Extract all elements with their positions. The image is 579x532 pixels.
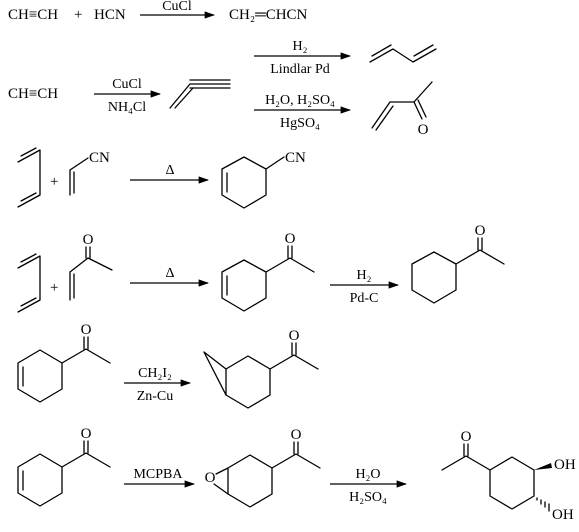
substituent-bond (265, 156, 285, 170)
epoxy-ketone-structure: O O (205, 427, 321, 508)
diene-chain (369, 48, 437, 63)
reagent-above: CuCl (162, 0, 192, 14)
mvk-chain (371, 81, 433, 129)
carbonyl-bond (417, 99, 427, 118)
dihydroxy-ketone-structure: O OH OH (441, 429, 576, 523)
acetyl-chain (455, 249, 505, 265)
reaction-2: CH≡CH CuCl NH₄Cl H₂ Lindlar Pd H₂O, H₂SO… (8, 39, 437, 138)
oxygen-atom-label: O (83, 232, 94, 248)
epoxide-oxygen-label: O (205, 470, 216, 486)
cyclopropane-bonds (203, 351, 227, 396)
butadiene-structure (369, 44, 437, 63)
cyclohexenyl-ketone-structure: O (17, 426, 111, 507)
diene-chain (17, 255, 41, 313)
reagent-above: H₂O, H₂SO₄ (265, 93, 335, 108)
cyclohexane-ring (227, 454, 273, 508)
acetylene-label: CH≡CH (8, 7, 58, 23)
acrylonitrile-structure: CN (69, 150, 110, 196)
methyl-vinyl-ketone-structure: O (371, 81, 433, 138)
reagent-below: Zn-Cu (137, 389, 174, 404)
epoxide-bond (215, 467, 229, 475)
reaction-5: O CH₂I₂ Zn-Cu O (17, 322, 319, 409)
reagent-above: CH₂I₂ (138, 366, 172, 381)
cyclohexene-carbonitrile-structure: CN (221, 150, 306, 209)
double-bond-line (20, 192, 37, 202)
oxygen-atom-label: O (461, 429, 472, 445)
reaction-4: + O Δ O H₂ Pd-C O (17, 223, 505, 313)
reagent-above: MCPBA (133, 467, 183, 482)
reaction-6: O MCPBA O O H₂O H₂SO₄ O (17, 426, 576, 523)
epoxide-bond (213, 483, 229, 495)
reagent-below: NH₄Cl (108, 100, 146, 115)
double-bond-line (174, 87, 194, 109)
acetyl-chain (265, 257, 315, 273)
oxygen-atom-label: O (81, 322, 92, 338)
butadiene-structure (17, 253, 41, 313)
mvk-chain (69, 257, 113, 301)
reagent-below: Lindlar Pd (270, 62, 330, 77)
vinyl-chain (169, 83, 231, 109)
acetyl-chain (269, 354, 319, 370)
double-bond-line (371, 44, 392, 57)
bicycloheptyl-ketone-structure: O (203, 328, 319, 409)
double-bond-line (20, 253, 37, 263)
reagent-below: Pd-C (350, 291, 379, 306)
double-bond-line (20, 147, 37, 157)
butadiene-structure (17, 147, 41, 208)
cyclohexane-ring (225, 355, 271, 409)
cyclohexene-ring (17, 349, 63, 403)
diene-chain (17, 149, 41, 208)
acetyl-chain (61, 348, 111, 364)
cyclohexene-ring (17, 453, 63, 507)
nitrile-label: CN (89, 150, 110, 166)
oxygen-atom-label: O (291, 427, 302, 443)
acetyl-chain (271, 453, 321, 469)
reagent-above: CuCl (112, 77, 142, 92)
cyclohexenyl-ketone-structure: O (17, 322, 111, 403)
reagent-above: Δ (165, 266, 174, 281)
cyclohexane-ring (411, 251, 457, 304)
double-bond-line (20, 297, 37, 307)
oxygen-atom-label: O (285, 231, 296, 247)
vinylacetylene-structure (169, 79, 231, 109)
reaction-3: + CN Δ CN (17, 147, 306, 209)
oxygen-atom-label: O (475, 223, 486, 239)
carbonyl-bond (413, 101, 423, 120)
reagent-below: HgSO₄ (280, 116, 320, 131)
acrylonitrile-chain (69, 157, 89, 196)
wedge-bond (534, 463, 552, 470)
plus-sign: + (50, 174, 58, 190)
reagent-above: Δ (165, 163, 174, 178)
reaction-1: CH≡CH + HCN CuCl CH₂═CHCN (8, 0, 308, 23)
oxygen-atom-label: O (81, 426, 92, 442)
oxygen-atom-label: O (289, 328, 300, 344)
methyl-vinyl-ketone-structure: O (69, 232, 113, 301)
double-bond-line (375, 105, 394, 131)
cyclohexenyl-ketone-structure: O (221, 231, 315, 312)
acetylene-label: CH≡CH (8, 86, 58, 102)
hydroxyl-label: OH (554, 457, 576, 473)
hydroxyl-label: OH (552, 507, 574, 523)
reagent-below: H₂SO₄ (349, 490, 387, 505)
double-bond-line (413, 44, 434, 57)
nitrile-label: CN (285, 150, 306, 166)
plus-sign: + (50, 280, 58, 296)
cyclohexane-ring (489, 456, 535, 510)
oxygen-atom-label: O (418, 122, 429, 138)
hashed-wedge-bond (536, 497, 550, 512)
cyclohexene-ring (221, 156, 267, 209)
cyclohexene-ring (221, 259, 267, 312)
cyclohexyl-ketone-structure: O (411, 223, 505, 304)
acetyl-chain (441, 455, 491, 471)
acrylonitrile-label: CH₂═CHCN (229, 7, 308, 23)
plus-sign: + (74, 7, 82, 23)
reagent-above: H₂ (357, 268, 372, 283)
acetyl-chain (61, 452, 111, 468)
reagent-above: H₂O (355, 467, 380, 482)
reagent-above: H₂ (293, 39, 308, 54)
hcn-label: HCN (94, 7, 126, 23)
